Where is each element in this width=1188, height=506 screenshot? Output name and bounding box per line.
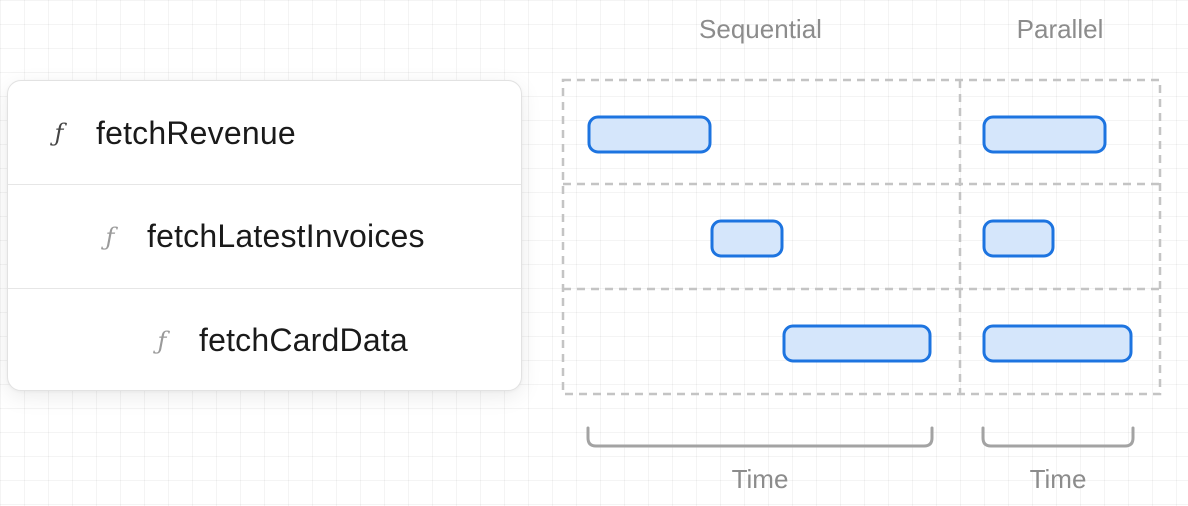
sequential-bars — [587, 115, 932, 363]
time-brackets — [586, 426, 1135, 448]
sequential-time-bracket — [586, 426, 934, 448]
grid-outline — [561, 78, 1162, 396]
bar-fetch-revenue-parallel — [982, 115, 1107, 154]
bar-fetch-card-data-parallel — [982, 324, 1133, 363]
function-name: fetchCardData — [199, 322, 408, 358]
bar-fetch-latest-invoices-sequential — [710, 219, 784, 258]
parallel-bars — [982, 115, 1133, 363]
timeline-grid — [561, 78, 1162, 396]
sequential-header: Sequential — [699, 14, 822, 44]
function-row-fetch-revenue: ƒ fetchRevenue — [8, 81, 521, 185]
function-icon: ƒ — [54, 119, 64, 147]
function-list-card: ƒ fetchRevenue ƒ fetchLatestInvoices ƒ f… — [7, 80, 522, 391]
function-icon: ƒ — [157, 326, 167, 355]
function-icon: ƒ — [105, 222, 115, 251]
function-name: fetchRevenue — [96, 114, 296, 151]
function-row-fetch-card-data: ƒ fetchCardData — [8, 288, 521, 390]
bar-fetch-latest-invoices-parallel — [982, 219, 1055, 258]
function-row-fetch-latest-invoices: ƒ fetchLatestInvoices — [8, 184, 521, 288]
parallel-time-bracket — [981, 426, 1135, 448]
parallel-header: Parallel — [1016, 14, 1104, 44]
sequential-time-label: Time — [731, 464, 789, 494]
bar-fetch-revenue-sequential — [587, 115, 712, 154]
parallel-time-label: Time — [1029, 464, 1087, 494]
bar-fetch-card-data-sequential — [782, 324, 932, 363]
function-name: fetchLatestInvoices — [147, 218, 425, 254]
